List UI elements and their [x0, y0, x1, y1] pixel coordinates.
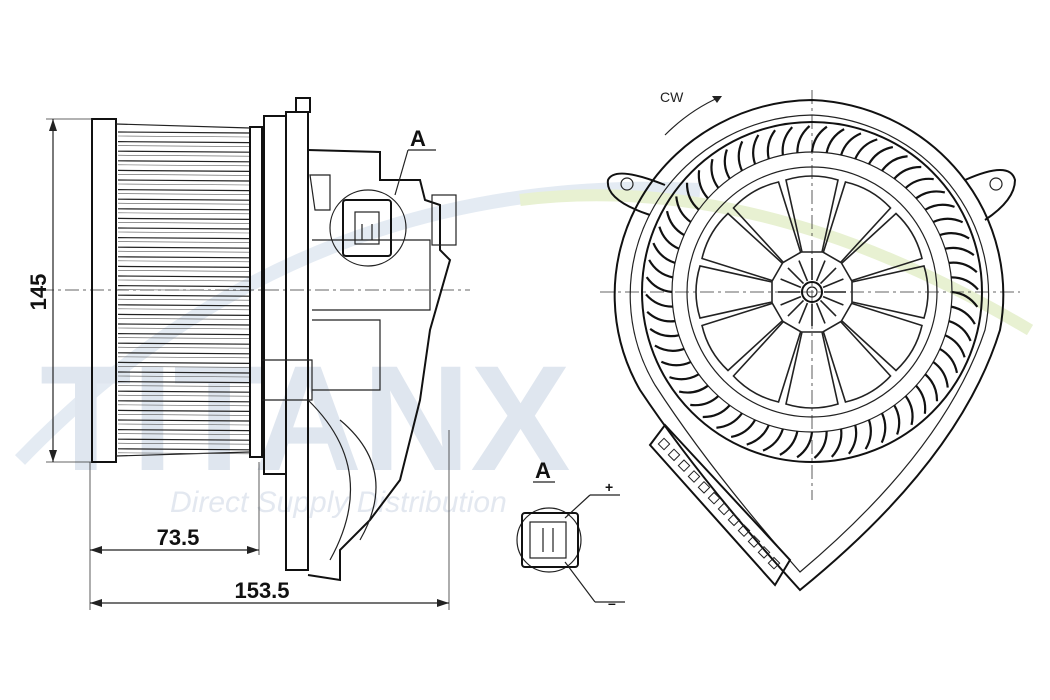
watermark-brand: TITANX — [40, 334, 571, 502]
fan-blades — [117, 131, 250, 455]
connector-side — [342, 199, 392, 257]
connector-housing-tab — [648, 423, 792, 587]
connector-callout-circle — [329, 189, 407, 267]
connector-detail: A + – — [516, 458, 625, 611]
dimension-height-label: 145 — [26, 274, 51, 311]
callout-label-a-side: A — [410, 126, 426, 151]
fan-hub — [778, 258, 846, 326]
callout-label-a-detail: A — [535, 458, 551, 483]
front-view: CW — [600, 89, 1020, 592]
scroll-housing — [613, 98, 1005, 592]
dimension-overall-width-label: 153.5 — [234, 578, 289, 603]
wheel-rim-left — [91, 118, 117, 463]
mount-ear-right — [964, 169, 1017, 221]
fan-blades-front — [645, 125, 979, 459]
polarity-minus: – — [608, 595, 616, 611]
rotation-label: CW — [660, 89, 684, 105]
mount-ear-left — [606, 172, 666, 216]
fan-spokes — [695, 175, 929, 409]
dimension-lines: 145 73.5 153.5 — [26, 118, 450, 610]
dimension-wheel-width-label: 73.5 — [157, 525, 200, 550]
rotation-arrow — [664, 96, 721, 136]
polarity-plus: + — [605, 479, 613, 495]
wheel-rim-right — [249, 126, 263, 458]
connector-front — [521, 512, 579, 568]
detail-callout-circle — [516, 507, 582, 573]
fan-outer-ring — [641, 121, 983, 463]
side-view: A — [40, 97, 470, 582]
watermark-tagline: Direct Supply Distribution — [170, 486, 507, 519]
